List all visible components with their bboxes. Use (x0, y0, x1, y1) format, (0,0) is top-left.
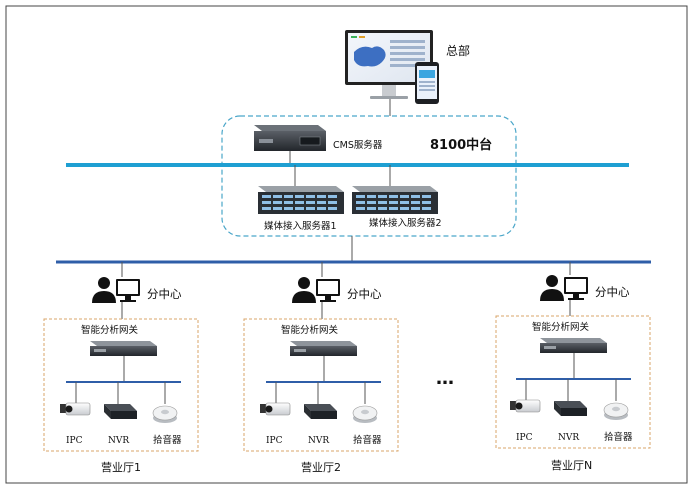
ipc-camera-icon (260, 402, 291, 416)
platform-dashed-boundary (221, 115, 517, 237)
microphone-pickup-icon (603, 402, 629, 420)
branch-2-hall-label: 营业厅2 (301, 460, 341, 474)
branch-n-mic-label: 拾音器 (604, 431, 633, 443)
branch-1-nvr-label: NVR (108, 436, 129, 446)
branch-n-center-label: 分中心 (595, 285, 630, 299)
gateway-icon (90, 341, 157, 356)
branch-2-center-label: 分中心 (347, 287, 382, 301)
branch-1-hall-label: 营业厅1 (101, 460, 141, 474)
gateway-icon (290, 341, 357, 356)
operator-workstation-icon (540, 275, 588, 301)
cms-label: CMS服务器 (333, 139, 383, 151)
branch-n-site-boundary (495, 315, 651, 449)
branch-2: 分中心 智能分析网关 IPC NVR 拾音器 (243, 262, 399, 474)
ipc-camera-icon (60, 402, 91, 416)
operator-workstation-icon (92, 277, 140, 303)
media-server-1-icon (258, 186, 344, 214)
media-server-1-label: 媒体接入服务器1 (264, 220, 337, 232)
branch-n-nvr-label: NVR (558, 433, 579, 443)
branch-2-gateway-label: 智能分析网关 (281, 324, 339, 336)
microphone-pickup-icon (152, 405, 178, 423)
branch-2-nvr-label: NVR (308, 436, 329, 446)
branch-1-ipc-label: IPC (66, 436, 83, 446)
outer-frame (5, 5, 688, 484)
branch-1-site-boundary (43, 318, 199, 452)
more-branches-ellipsis: … (436, 368, 454, 389)
branch-n-ipc-label: IPC (516, 433, 533, 443)
branch-n-hall-label: 营业厅N (551, 458, 592, 472)
branch-n: 分中心 智能分析网关 IPC NVR 拾音器 (495, 262, 651, 472)
nvr-icon (104, 404, 137, 419)
operator-workstation-icon (292, 277, 340, 303)
branch-1-mic-label: 拾音器 (153, 434, 182, 446)
hq-workstation-icon (345, 30, 439, 104)
branch-1-gateway-label: 智能分析网关 (81, 324, 139, 336)
hq-label: 总部 (446, 43, 470, 58)
branch-2-ipc-label: IPC (266, 436, 283, 446)
branch-2-mic-label: 拾音器 (353, 434, 382, 446)
nvr-icon (304, 404, 337, 419)
branch-n-gateway-label: 智能分析网关 (532, 321, 590, 333)
platform-label: 8100中台 (430, 137, 492, 153)
gateway-icon (540, 338, 607, 353)
branch-2-site-boundary (243, 318, 399, 452)
cms-server-icon (254, 125, 326, 151)
branch-1-center-label: 分中心 (147, 287, 182, 301)
nvr-icon (554, 401, 587, 416)
media-server-2-icon (352, 186, 438, 214)
branch-1: 分中心 智能分析网关 IPC NVR (43, 262, 199, 474)
media-server-2-label: 媒体接入服务器2 (369, 217, 442, 229)
microphone-pickup-icon (352, 405, 378, 423)
ipc-camera-icon (510, 399, 541, 413)
